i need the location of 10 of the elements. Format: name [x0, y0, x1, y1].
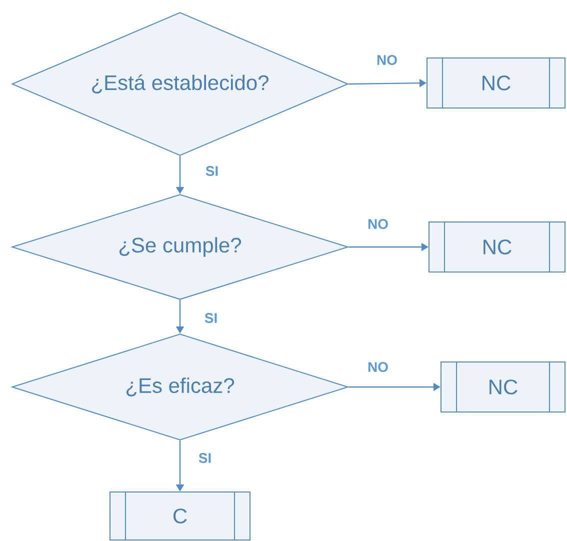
edge-label: NO: [377, 55, 397, 65]
edge-label: NO: [368, 219, 388, 229]
edge-label: SI: [198, 453, 211, 463]
edge-label: SI: [206, 166, 218, 176]
process-box: NC: [440, 361, 566, 413]
edge-label: SI: [204, 313, 217, 323]
process-box: NC: [426, 57, 566, 109]
process-box: C: [110, 491, 250, 541]
edge-label: NO: [368, 362, 388, 372]
process-box: NC: [428, 221, 566, 273]
